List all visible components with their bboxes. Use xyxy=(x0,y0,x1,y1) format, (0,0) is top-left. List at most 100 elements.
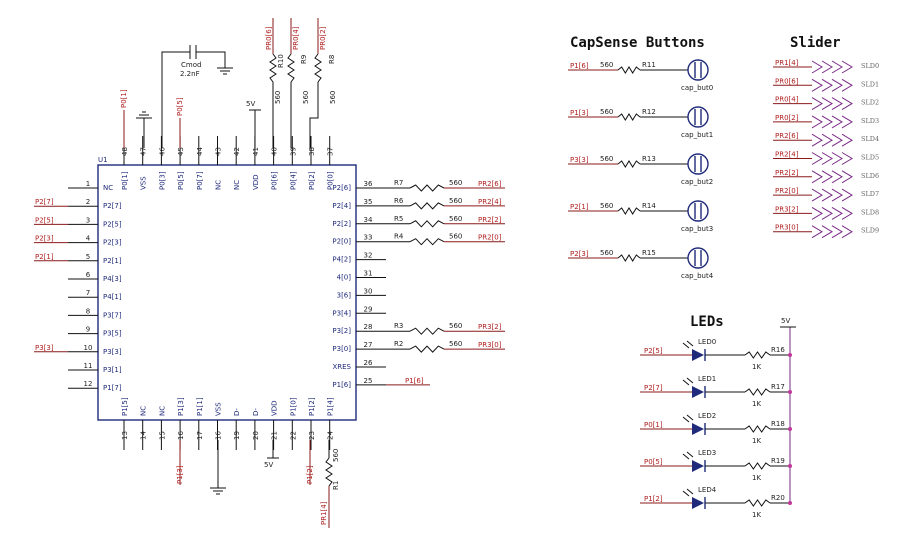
slider-segment-1: PR0[6]SLD1 xyxy=(773,77,879,92)
leds-title: LEDs xyxy=(690,314,724,330)
pin-name: VDD xyxy=(271,400,279,416)
chip-pin-30: 303[6] xyxy=(337,287,386,299)
pin-name: 3[6] xyxy=(337,291,352,299)
pin-number: 7 xyxy=(86,289,90,297)
pin-name: P2[7] xyxy=(103,202,122,210)
pin-name: P2[1] xyxy=(103,257,122,265)
led-res-value: 1K xyxy=(752,400,761,408)
led-label: LED2 xyxy=(698,412,716,420)
slider-label: SLD7 xyxy=(861,190,879,198)
pin-name: 4[0] xyxy=(337,274,352,282)
pin-number: 31 xyxy=(364,270,373,278)
slider-net: PR2[0] xyxy=(775,187,799,195)
pin-number: 3 xyxy=(86,216,90,224)
slider-segment-6: PR2[2]SLD6 xyxy=(773,169,879,184)
pin-name: D- xyxy=(252,408,260,416)
slider-net: PR0[2] xyxy=(775,114,799,122)
slider-segment-8: PR3[2]SLD8 xyxy=(773,205,879,220)
r10-ref: R10 xyxy=(277,54,285,68)
chip-pin-31: 31 4[0] xyxy=(337,270,386,282)
r9-ref: R9 xyxy=(300,55,308,64)
resistor-value: 560 xyxy=(449,322,462,330)
led-res-ref: R20 xyxy=(771,494,785,502)
pin-name: P1[4] xyxy=(327,397,335,416)
pin-number: 1 xyxy=(86,180,90,188)
pin-number: 45 xyxy=(177,147,185,156)
pin-name: P1[0] xyxy=(289,397,297,416)
slider-label: SLD8 xyxy=(861,208,879,216)
net-label: PR3[0] xyxy=(478,341,502,349)
pin-name: P2[2] xyxy=(332,220,351,228)
pin-name: P0[1] xyxy=(121,171,129,190)
capsense-net: P3[3] xyxy=(570,156,589,164)
pin-name: P1[2] xyxy=(308,397,316,416)
net-label: P2[1] xyxy=(35,253,54,261)
pin-name: P2[6] xyxy=(332,184,351,192)
capsense-label: cap_but2 xyxy=(681,178,713,186)
pin-number: 27 xyxy=(364,341,373,349)
pin-number: 14 xyxy=(140,431,148,440)
net-label: P1[6] xyxy=(405,377,424,385)
pin-name: NC xyxy=(233,180,241,190)
slider-label: SLD3 xyxy=(861,117,879,125)
r8-ref: R8 xyxy=(328,55,336,64)
pin-name: P4[3] xyxy=(103,275,122,283)
led-list: P2[5]LED0R161KP2[7]LED1R171KP0[1]LED2R18… xyxy=(640,338,792,519)
capsense-res-value: 560 xyxy=(600,108,613,116)
pin-number: 35 xyxy=(364,198,373,206)
resistor-value: 560 xyxy=(449,215,462,223)
net-p12-bottom: P1[2] xyxy=(306,465,314,484)
pin-name: P0[5] xyxy=(177,171,185,190)
pin-number: 8 xyxy=(86,307,90,315)
led-label: LED4 xyxy=(698,486,717,494)
pin-number: 39 xyxy=(289,147,297,156)
pin-number: 36 xyxy=(364,180,373,188)
chip-pin-20: 20D- xyxy=(252,408,260,450)
pin-number: 6 xyxy=(86,271,91,279)
slider-segment-0: PR1[4]SLD0 xyxy=(773,59,879,74)
chip-pin-13: 13 P1[5] xyxy=(121,397,129,450)
pin-name: P3[1] xyxy=(103,366,122,374)
pin-name: P1[7] xyxy=(103,384,122,392)
pin-number: 38 xyxy=(308,147,316,156)
led-res-ref: R16 xyxy=(771,346,785,354)
pin-name: P1[5] xyxy=(121,397,129,416)
r1-value: 560 xyxy=(332,449,340,462)
led-res-value: 1K xyxy=(752,511,761,519)
led-res-ref: R18 xyxy=(771,420,785,428)
bottom-net-area: P1[3] 5V P1[2] R1 560 PR1[4] xyxy=(176,440,340,528)
capsense-res-ref: R11 xyxy=(642,61,656,69)
led-label: LED0 xyxy=(698,338,716,346)
pin-number: 34 xyxy=(364,216,373,224)
pin-number: 46 xyxy=(158,147,166,156)
pin-number: 33 xyxy=(364,234,373,242)
led-net: P2[5] xyxy=(644,347,663,355)
slider-net: PR2[4] xyxy=(775,151,799,159)
pin-number: 13 xyxy=(121,431,129,440)
cmod-ref: Cmod xyxy=(181,61,201,69)
net-p05: P0[5] xyxy=(176,97,184,116)
pin-number: 43 xyxy=(215,147,223,156)
pin-name: P1[6] xyxy=(332,381,351,389)
net-label: PR2[4] xyxy=(478,198,502,206)
